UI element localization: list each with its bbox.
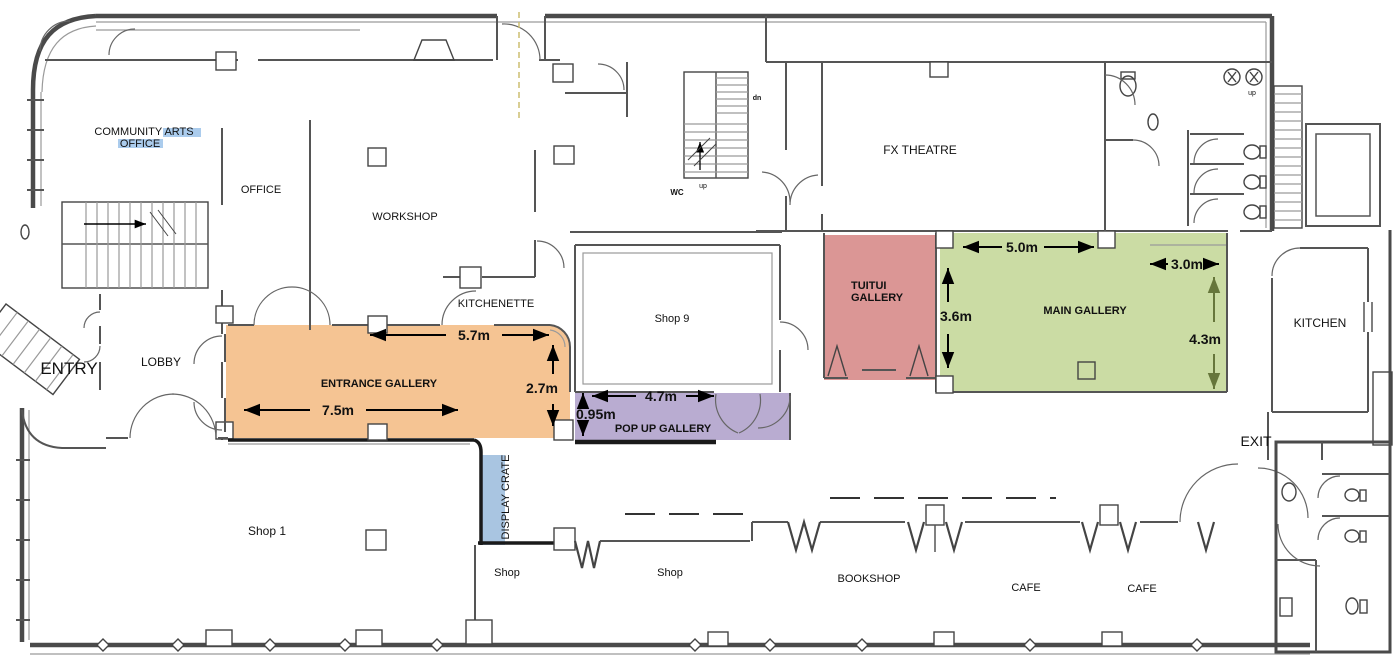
dimension-annotations: 5.7m 2.7m 7.5m 4.7m 0.95m 5.0m: [244, 239, 1221, 436]
label-community-arts-office: COMMUNITY ARTS: [94, 126, 193, 138]
label-kitchenette: KITCHENETTE: [458, 298, 534, 310]
dim-label: 2.7m: [526, 380, 558, 396]
lobby-stairs: [61, 201, 209, 289]
label-up-right: up: [1248, 90, 1256, 97]
mid-stairs: [683, 71, 749, 179]
label-entry: ENTRY: [40, 359, 97, 378]
label-lobby: LOBBY: [141, 355, 181, 369]
label-tuitui-gallery: TUITUI: [851, 280, 886, 292]
sink-icon: [1223, 68, 1263, 86]
label-tuitui-gallery-2: GALLERY: [851, 292, 904, 304]
label-main-gallery: MAIN GALLERY: [1043, 305, 1127, 317]
label-office: OFFICE: [241, 184, 281, 196]
label-shop1: Shop 1: [248, 524, 286, 538]
dim-label: 4.3m: [1189, 331, 1221, 347]
text-highlight: [118, 139, 163, 148]
label-shop-mid: Shop: [657, 567, 683, 579]
label-up-mid: up: [699, 183, 707, 190]
lift-shaft: [1305, 123, 1381, 227]
door-arcs: [83, 74, 1136, 439]
label-kitchen: KITCHEN: [1294, 316, 1347, 330]
label-community-arts-office-2: OFFICE: [120, 138, 160, 150]
dim-label: 5.0m: [1006, 239, 1038, 255]
dim-popup-width: 4.7m: [592, 388, 714, 404]
dim-label: 3.6m: [940, 308, 972, 324]
dim-popup-depth: 0.95m: [576, 393, 616, 436]
label-bookshop: BOOKSHOP: [838, 573, 901, 585]
entrance-gallery-region: [226, 325, 570, 438]
display-crate-region: [481, 455, 505, 545]
top-right-stairs: [1273, 85, 1303, 229]
dim-entrance-right: 2.7m: [526, 345, 560, 426]
dim-label: 7.5m: [322, 402, 354, 418]
label-shop9: Shop 9: [655, 313, 690, 325]
dim-main-topright: 3.0m: [1150, 256, 1219, 272]
dim-main-right: 4.3m: [1189, 277, 1221, 389]
label-popup-gallery: POP UP GALLERY: [615, 423, 712, 435]
label-dn: dn: [753, 95, 762, 102]
toilet-icon: [1344, 488, 1368, 615]
label-cafe-left: CAFE: [1011, 582, 1040, 594]
dim-label: 3.0m: [1171, 256, 1203, 272]
dim-main-top: 5.0m: [963, 239, 1094, 255]
label-display-crate: DISPLAY CRATE: [500, 455, 512, 540]
toilet-block-top-right: [1104, 62, 1267, 231]
label-entrance-gallery: ENTRANCE GALLERY: [321, 378, 438, 390]
dim-entrance-bottom: 7.5m: [244, 402, 458, 418]
label-exit: EXIT: [1240, 433, 1272, 449]
dim-entrance-top: 5.7m: [370, 327, 549, 343]
label-fx-theatre: FX THEATRE: [883, 143, 957, 157]
dim-label: 0.95m: [576, 406, 616, 422]
label-shop-left: Shop: [494, 567, 520, 579]
entry-ramp: [0, 303, 81, 396]
gallery-regions: [226, 233, 1226, 545]
label-wc: WC: [670, 188, 684, 197]
main-gallery-region: [940, 233, 1226, 393]
dim-label: 4.7m: [645, 388, 677, 404]
label-cafe-right: CAFE: [1127, 583, 1156, 595]
window-diamond-icons: [96, 638, 1204, 652]
text-highlight: [163, 128, 201, 137]
toilet-icon: [1119, 71, 1267, 220]
popup-gallery-region: [575, 393, 790, 440]
interior-walls: [21, 12, 1393, 647]
sink-icon: [1279, 482, 1297, 617]
outer-walls: [16, 13, 1392, 655]
label-workshop: WORKSHOP: [372, 211, 437, 223]
dim-main-left: 3.6m: [940, 268, 972, 368]
tuitui-gallery-region: [824, 235, 936, 380]
dim-label: 5.7m: [458, 327, 490, 343]
room-labels: COMMUNITY ARTS OFFICE OFFICE WORKSHOP KI…: [40, 90, 1346, 595]
toilet-block-bottom-right: [1274, 440, 1392, 654]
